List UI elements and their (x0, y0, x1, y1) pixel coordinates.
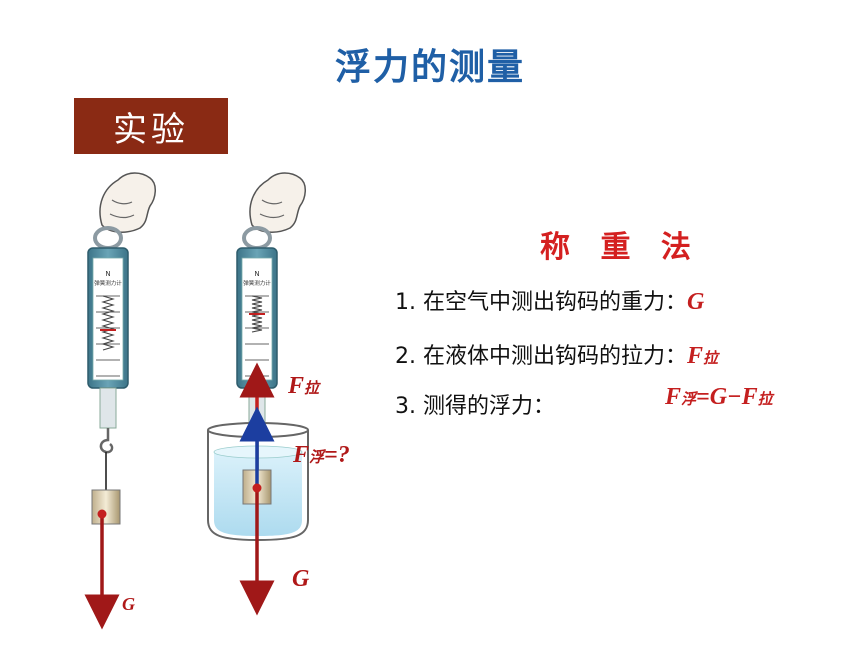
left-weight (91, 489, 121, 525)
left-scale-unit: N (105, 270, 110, 278)
pull-force-symbol: F (288, 373, 305, 399)
buoyancy-symbol: F (293, 442, 310, 468)
buoyancy-label: F浮=? (293, 442, 350, 469)
step-3: 3. 测得的浮力： (395, 388, 555, 420)
left-hook (99, 428, 114, 454)
page-title: 浮力的测量 (334, 47, 525, 88)
left-ring (93, 226, 123, 250)
buoyancy-sub: 浮 (309, 450, 325, 466)
pull-force-sub: 拉 (304, 381, 320, 397)
right-scale-unit: N (254, 270, 259, 278)
step-2: 2. 在液体中测出钩码的拉力：F拉 (395, 338, 718, 370)
step-1-text: 1. 在空气中测出钩码的重力： (395, 290, 687, 315)
formula-sub-buoy: 浮 (681, 392, 697, 408)
step-1: 1. 在空气中测出钩码的重力：G (395, 284, 704, 316)
step-1-symbol: G (686, 289, 705, 315)
formula-sub-pull: 拉 (757, 392, 773, 408)
step-2-text: 2. 在液体中测出钩码的拉力： (395, 344, 687, 369)
right-scale-name: 弹簧测力计 (243, 279, 271, 287)
step-2-symbol: F (686, 343, 703, 369)
formula-f: F (665, 384, 682, 410)
left-hand (99, 172, 156, 233)
buoyancy-tail: =? (324, 442, 350, 468)
left-gravity-label: G (122, 594, 135, 614)
step-3-text: 3. 测得的浮力： (395, 394, 555, 419)
buoyancy-formula: F浮=G−F拉 (665, 384, 773, 411)
step-2-subscript: 拉 (703, 351, 719, 367)
right-gravity-label: G (292, 566, 310, 592)
left-scale-name: 弹簧测力计 (94, 279, 122, 287)
left-apparatus: N 弹簧测力计 (84, 172, 156, 630)
method-title: 称 重 法 (540, 230, 701, 265)
right-ring (242, 226, 272, 250)
experiment-badge: 实验 (74, 98, 228, 154)
pull-force-label: F拉 (288, 373, 319, 400)
formula-mid: =G−F (696, 384, 758, 410)
right-apparatus: N 弹簧测力计 (207, 172, 309, 616)
right-hand (249, 172, 306, 233)
